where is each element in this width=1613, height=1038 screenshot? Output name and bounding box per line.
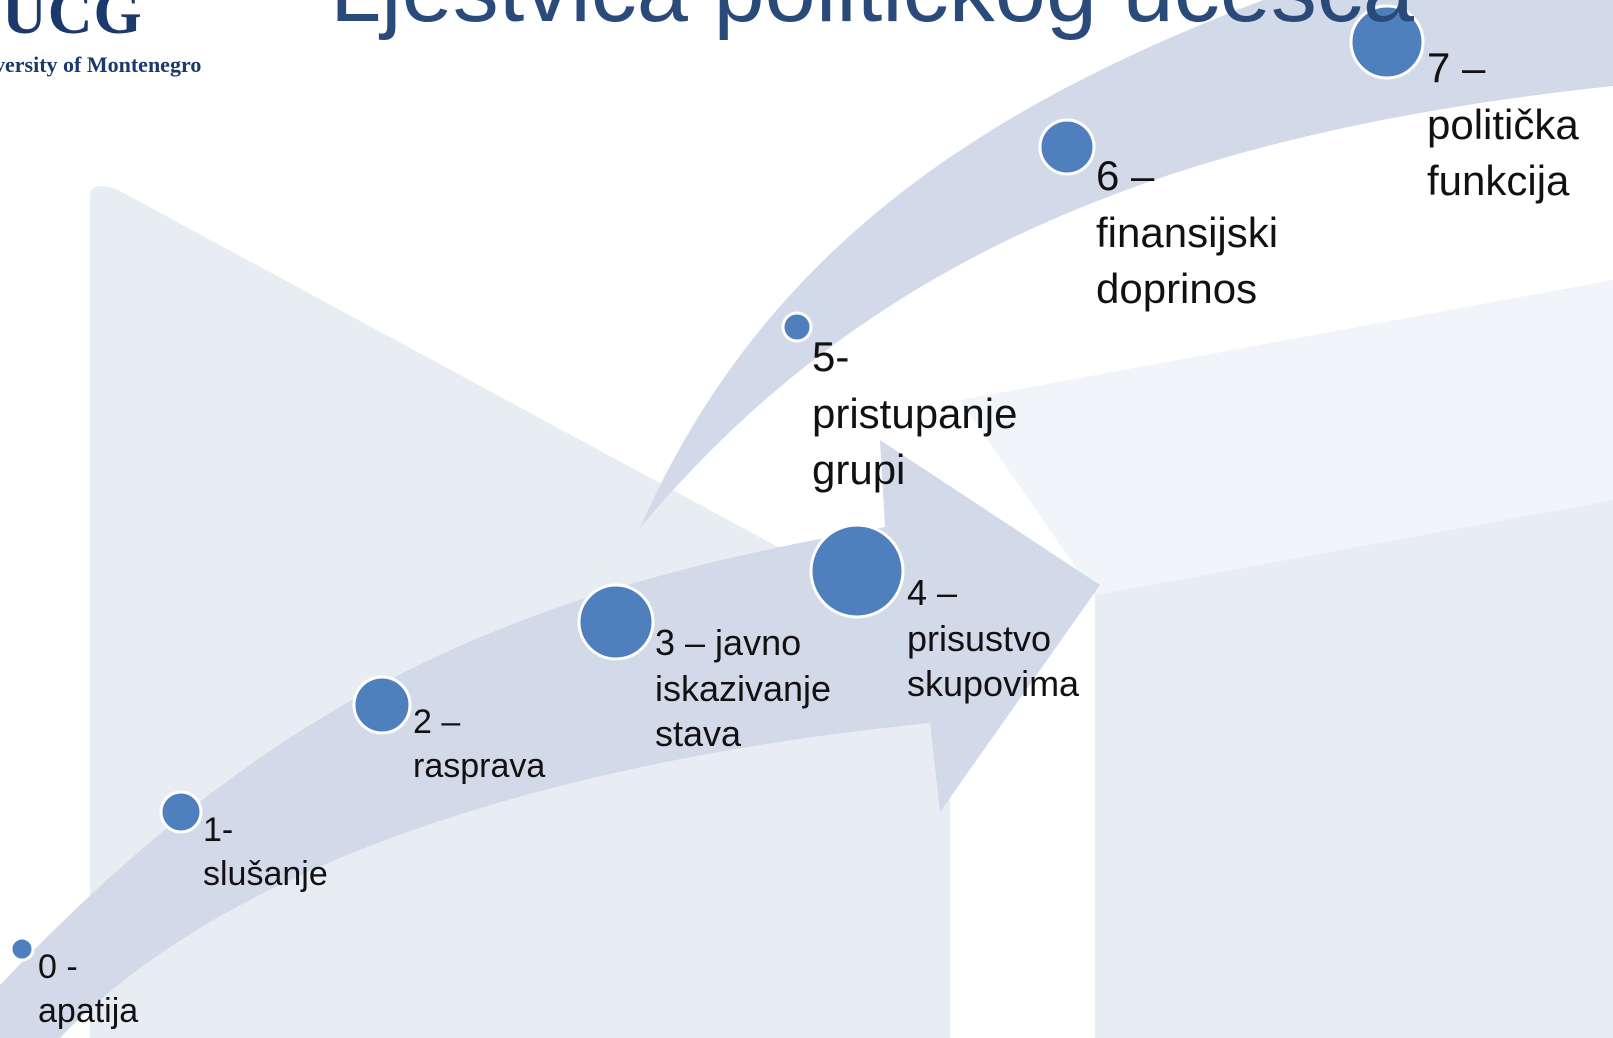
university-logo: UCG <box>2 0 143 47</box>
upper-curved-arrow <box>640 0 1613 528</box>
university-logo-subtitle: versity of Montenegro <box>0 52 202 77</box>
step-label-3: 3 – javno iskazivanje stava <box>655 622 832 755</box>
step-node-5 <box>781 311 813 343</box>
step-label-5: 5- pristupanje grupi <box>812 333 1018 494</box>
step-node-7 <box>1349 4 1425 80</box>
step-node-2 <box>352 675 412 735</box>
step-node-3 <box>577 583 655 661</box>
step-label-0: 0 - apatija <box>38 948 139 1031</box>
step-node-0 <box>9 936 35 962</box>
step-node-4 <box>809 523 905 619</box>
step-label-6: 6 – finansijski doprinos <box>1096 152 1279 313</box>
background-block-shape <box>1095 500 1613 1038</box>
step-label-1: 1- slušanje <box>203 811 328 894</box>
step-label-2: 2 – rasprava <box>413 703 546 786</box>
step-label-4: 4 – prisustvo skupovima <box>907 572 1080 705</box>
step-node-1 <box>159 790 203 834</box>
slide-title: Ljestvica političkog učešća <box>330 0 1414 43</box>
background-upper-band-shape <box>960 280 1613 595</box>
step-label-7: 7 – politička funkcija <box>1427 44 1579 205</box>
step-node-6 <box>1038 118 1096 176</box>
